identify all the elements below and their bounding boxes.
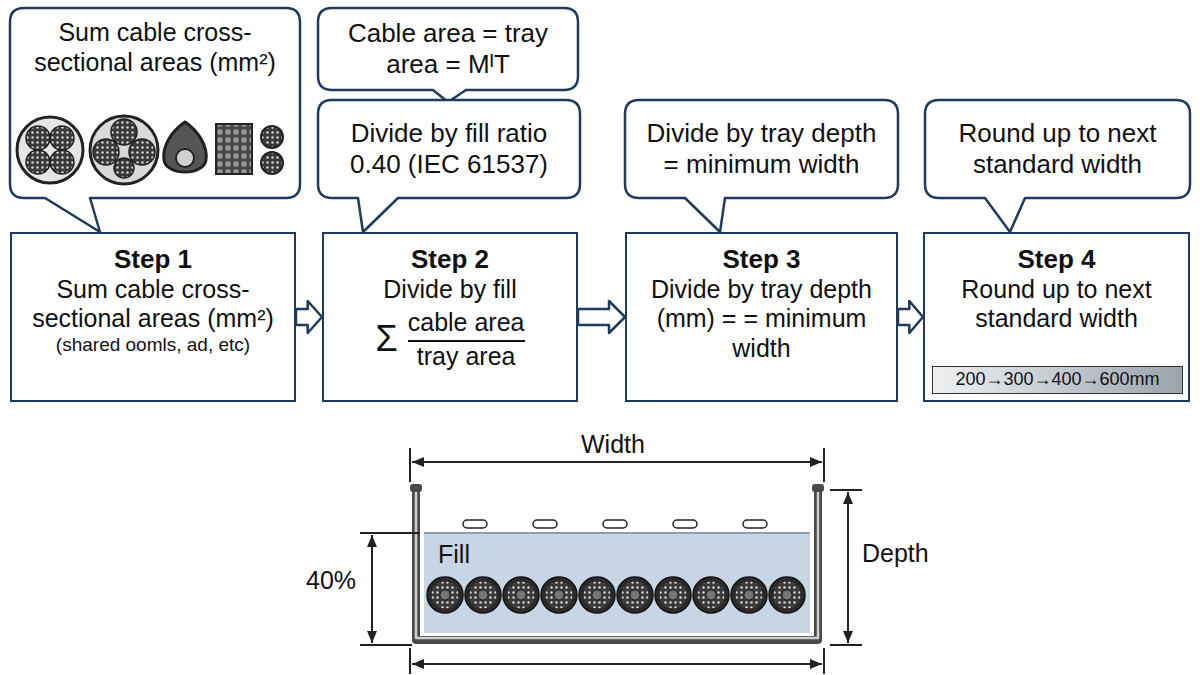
step-title: Step 3 xyxy=(722,244,800,275)
flow-arrow xyxy=(578,301,625,333)
callout-outline xyxy=(318,8,578,102)
bottom-dimension xyxy=(412,663,822,665)
step-title: Step 2 xyxy=(411,244,489,275)
callout-text: Divide by tray depth = minimum width xyxy=(639,118,884,179)
extension-line xyxy=(360,532,420,534)
cable xyxy=(769,577,805,613)
callout-outline xyxy=(318,100,580,232)
fill-dimension xyxy=(371,535,373,643)
callout-text: Cable area = tray area = MᴵT xyxy=(332,18,564,79)
step-text: Σ xyxy=(375,318,397,360)
slot xyxy=(743,520,767,528)
flow-arrow xyxy=(898,301,923,333)
step-text: cable area xyxy=(408,308,525,342)
core xyxy=(50,126,74,150)
process-step: Step 2Divide by fillΣcable areatray area xyxy=(322,232,578,402)
cable xyxy=(465,577,501,613)
core xyxy=(50,150,74,174)
cable-icon xyxy=(216,124,252,174)
step-text: (shared oomls, ad, etc) xyxy=(56,334,250,356)
process-step: Step 1Sum cable cross-sectional areas (m… xyxy=(10,232,296,402)
extension-line xyxy=(409,648,411,674)
core xyxy=(26,126,50,150)
dimensions xyxy=(360,448,862,674)
cable xyxy=(541,577,577,613)
core xyxy=(111,119,137,145)
slot xyxy=(463,520,487,528)
extension-line xyxy=(823,648,825,674)
step-title: Step 1 xyxy=(114,244,192,275)
fill-line xyxy=(424,532,810,534)
tray-lip xyxy=(812,484,824,492)
cables xyxy=(427,577,805,613)
flow-arrow xyxy=(296,301,322,333)
tray-wall xyxy=(416,490,818,640)
cable-icon xyxy=(164,122,206,172)
extension-line xyxy=(830,644,862,646)
callout-text: Sum cable cross-sectional areas (mm²) xyxy=(24,18,286,77)
width-dimension xyxy=(412,461,822,463)
width-scale: 200→300→400→600mm xyxy=(932,366,1183,394)
core xyxy=(176,149,194,167)
process-step: Step 4Round up to next standard width 200… xyxy=(923,232,1190,402)
extension-line xyxy=(830,489,862,491)
dimension-label: 40% xyxy=(306,566,356,595)
dimension-label: Depth xyxy=(862,539,929,568)
step-text: Divide by fill xyxy=(383,275,516,305)
slot xyxy=(673,520,697,528)
core xyxy=(93,139,119,165)
core xyxy=(261,152,283,174)
callout-outline xyxy=(925,100,1190,232)
step-text: Sum cable cross-sectional areas (mm²) xyxy=(26,275,280,334)
cable xyxy=(503,577,539,613)
process-step: Step 3Divide by tray depth (mm) = = mini… xyxy=(625,232,898,402)
callout-outline xyxy=(10,8,300,232)
step-text: Divide by tray depth (mm) = = minimum wi… xyxy=(641,275,882,364)
step-text: 200→300→400→600mm xyxy=(955,369,1159,390)
step-text: tray area xyxy=(417,342,516,372)
callout-bubble: Divide by fill ratio 0.40 (IEC 61537) xyxy=(318,100,580,198)
extension-line xyxy=(360,644,412,646)
depth-dimension xyxy=(847,492,849,643)
tray-lip xyxy=(410,484,422,492)
extension-line xyxy=(409,448,411,482)
callout-bubble: Sum cable cross-sectional areas (mm²) xyxy=(10,8,300,198)
cable xyxy=(693,577,729,613)
tray-highlight xyxy=(416,492,818,638)
cable-icons xyxy=(17,116,283,184)
core xyxy=(261,126,283,148)
core xyxy=(129,139,155,165)
step-title: Step 4 xyxy=(1017,244,1095,275)
cable-icon xyxy=(17,117,83,183)
callout-text: Round up to next standard width xyxy=(939,118,1176,179)
callout-bubble: Round up to next standard width xyxy=(925,100,1190,198)
callout-bubble: Divide by tray depth = minimum width xyxy=(625,100,898,198)
tray-illustration xyxy=(410,484,824,640)
slot xyxy=(603,520,627,528)
cable xyxy=(617,577,653,613)
cable xyxy=(655,577,691,613)
fraction-row: Σcable areatray area xyxy=(375,308,524,371)
callout-bubble: Cable area = tray area = MᴵT xyxy=(318,8,578,90)
callout-text: Divide by fill ratio 0.40 (IEC 61537) xyxy=(332,118,566,179)
fraction: cable areatray area xyxy=(408,308,525,371)
fill-label: Fill xyxy=(438,540,470,569)
dimension-label: Width xyxy=(581,430,645,459)
fill-area xyxy=(424,533,810,633)
callout-outline xyxy=(625,100,898,232)
cable xyxy=(427,577,463,613)
step-text: Round up to next standard width xyxy=(939,275,1174,334)
core xyxy=(114,158,134,178)
cable xyxy=(731,577,767,613)
extension-line xyxy=(823,448,825,482)
slot xyxy=(533,520,557,528)
cable xyxy=(579,577,615,613)
cable-icon xyxy=(90,116,158,184)
core xyxy=(26,150,50,174)
